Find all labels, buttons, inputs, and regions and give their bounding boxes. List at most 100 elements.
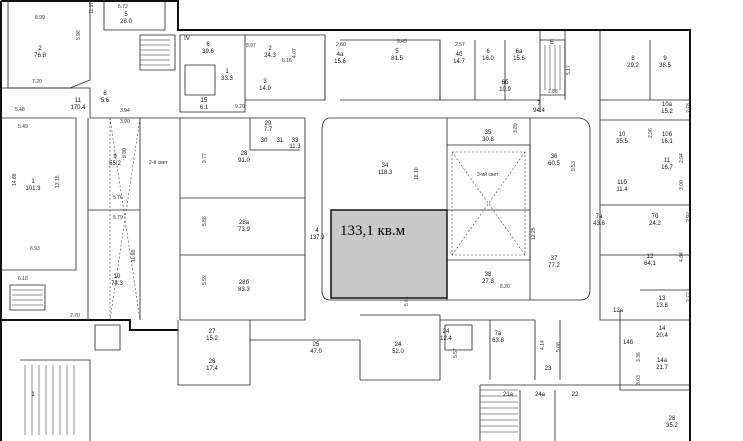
room-number: 24	[443, 329, 450, 335]
room-number: 11б	[617, 180, 627, 186]
room-label[interactable]: 276.8	[34, 46, 46, 59]
room-number: IV	[184, 36, 190, 42]
room-area: 12.4	[440, 336, 452, 342]
highlighted-area[interactable]: 133,1 кв.м	[330, 209, 448, 299]
room-label[interactable]: 21a	[503, 392, 514, 398]
room-label[interactable]: 23	[545, 366, 552, 372]
room-label[interactable]: 12a	[613, 308, 624, 314]
room-area: 30.8	[482, 137, 494, 143]
room-label[interactable]: 955.2	[109, 154, 121, 167]
room-number: 25	[313, 342, 320, 348]
room-number: 31	[277, 138, 284, 144]
room-area: 63.8	[492, 338, 504, 344]
room-area: 77.2	[548, 263, 560, 269]
dimension-label: 2.78	[686, 103, 692, 113]
room-number: 1	[31, 179, 35, 185]
dimension-label: 2.77	[686, 292, 692, 302]
room-label[interactable]: 314.9	[259, 79, 271, 92]
room-number: 10	[619, 132, 626, 138]
room-label[interactable]: 22	[572, 392, 579, 398]
room-area: 94.4	[533, 108, 545, 114]
dimension-label: 6.16	[282, 58, 292, 64]
light-well-label-2: 3-ий свет	[477, 171, 499, 178]
room-area: 101.3	[25, 186, 41, 192]
room-label[interactable]: 297.7	[264, 121, 273, 133]
room-number: 10a	[662, 102, 673, 108]
highlighted-area-fill[interactable]	[330, 209, 448, 299]
room-number: 28	[669, 416, 676, 422]
room-area: 33.3	[221, 76, 233, 82]
room-label[interactable]: 528.0	[120, 12, 132, 25]
dimension-label: 3.90	[120, 119, 130, 125]
room-area: 35.5	[616, 139, 628, 145]
room-label[interactable]: 156.1	[200, 98, 209, 111]
room-area: 74.3	[111, 281, 123, 287]
room-area: 73.9	[238, 227, 250, 233]
dimension-label: 3.03	[636, 375, 642, 385]
room-label[interactable]: 938.5	[659, 56, 671, 69]
room-number: 9	[113, 154, 117, 160]
room-label[interactable]: 133.3	[221, 69, 233, 82]
room-label[interactable]: 30	[261, 138, 268, 144]
room-label[interactable]: 224.3	[264, 46, 276, 59]
room-area: 16.1	[661, 139, 673, 145]
dimension-label: 5.49	[18, 124, 28, 130]
room-label[interactable]: 85.6	[101, 91, 110, 104]
room-label[interactable]: 794.4	[533, 101, 545, 114]
room-area: 83.3	[238, 287, 250, 293]
dimension-label: 2.92	[686, 212, 692, 222]
room-label[interactable]: 829.2	[627, 56, 639, 69]
room-label[interactable]: 616.0	[482, 49, 494, 62]
room-label[interactable]: 31	[277, 138, 284, 144]
dimension-label: 11.97	[89, 2, 95, 14]
room-label[interactable]: 14б	[623, 340, 634, 346]
room-label[interactable]: 639.6	[202, 42, 214, 55]
room-area: 14.9	[259, 86, 271, 92]
room-number: 6	[206, 42, 210, 48]
room-label[interactable]: 581.5	[391, 49, 403, 62]
room-label[interactable]: 1	[31, 392, 35, 398]
room-label[interactable]: E	[550, 40, 554, 46]
dimension-label: 5.48	[15, 107, 25, 113]
room-label[interactable]: 24a	[535, 392, 546, 398]
room-label[interactable]: IV	[184, 36, 190, 42]
light-well-label-1: 2-й свет	[149, 159, 168, 166]
dimension-label: 13.15	[55, 175, 61, 188]
room-number: 10	[114, 274, 121, 280]
